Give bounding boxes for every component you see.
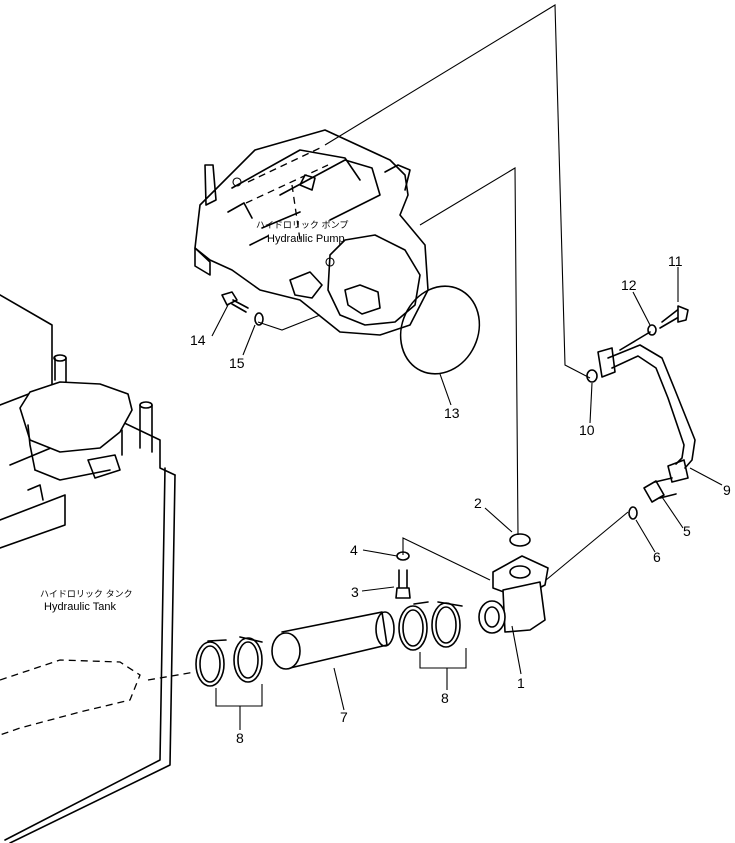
callout-4: 4 bbox=[350, 542, 358, 558]
callout-14: 14 bbox=[190, 332, 206, 348]
part-14-bolt bbox=[221, 291, 249, 313]
part-11-bolt bbox=[659, 305, 689, 329]
callout-15: 15 bbox=[229, 355, 245, 371]
tank-label-en: Hydraulic Tank bbox=[44, 601, 116, 613]
hydraulic-tank: ハイドロリック タンク Hydraulic Tank bbox=[0, 294, 196, 843]
callout-numbers: 1 2 3 4 5 6 7 8 8 9 10 11 12 13 14 15 bbox=[190, 253, 731, 746]
callout-13: 13 bbox=[444, 405, 460, 421]
part-8-clamps-left bbox=[195, 636, 263, 707]
part-13-o-ring bbox=[399, 285, 481, 375]
pump-connection-lines bbox=[257, 4, 591, 536]
callout-12: 12 bbox=[621, 277, 637, 293]
callout-8-right: 8 bbox=[441, 690, 449, 706]
pump-label-jp: ハイドロリック ポンプ bbox=[256, 220, 348, 231]
part-10-o-ring bbox=[586, 369, 598, 383]
part-5-fitting bbox=[643, 477, 677, 503]
callout-2: 2 bbox=[474, 495, 482, 511]
callout-3: 3 bbox=[351, 584, 359, 600]
callout-8-left: 8 bbox=[236, 730, 244, 746]
callout-6: 6 bbox=[653, 549, 661, 565]
part-12-washer bbox=[647, 324, 657, 336]
part-8-clamps-right bbox=[398, 601, 467, 669]
part-5-connection-line bbox=[539, 511, 629, 586]
callout-5: 5 bbox=[683, 523, 691, 539]
part-3-bolt bbox=[395, 569, 411, 599]
part-15-washer bbox=[254, 312, 264, 326]
leader-lines bbox=[211, 267, 723, 730]
part-12-connection bbox=[619, 331, 651, 351]
callout-11: 11 bbox=[668, 253, 683, 269]
part-6-o-ring bbox=[628, 506, 638, 520]
callout-10: 10 bbox=[579, 422, 595, 438]
part-1-elbow bbox=[478, 555, 549, 634]
part-9-tube bbox=[597, 344, 696, 483]
callout-7: 7 bbox=[340, 709, 348, 725]
hydraulic-pump: ハイドロリック ポンプ Hydraulic Pump bbox=[194, 129, 429, 336]
pump-label-en: Hydraulic Pump bbox=[267, 233, 345, 245]
part-2-o-ring bbox=[509, 533, 531, 547]
part-4-connection-line bbox=[402, 537, 491, 581]
tank-label-jp: ハイドロリック タンク bbox=[40, 589, 133, 600]
part-7-hose bbox=[271, 611, 395, 670]
callout-1: 1 bbox=[517, 675, 525, 691]
callout-9: 9 bbox=[723, 482, 731, 498]
